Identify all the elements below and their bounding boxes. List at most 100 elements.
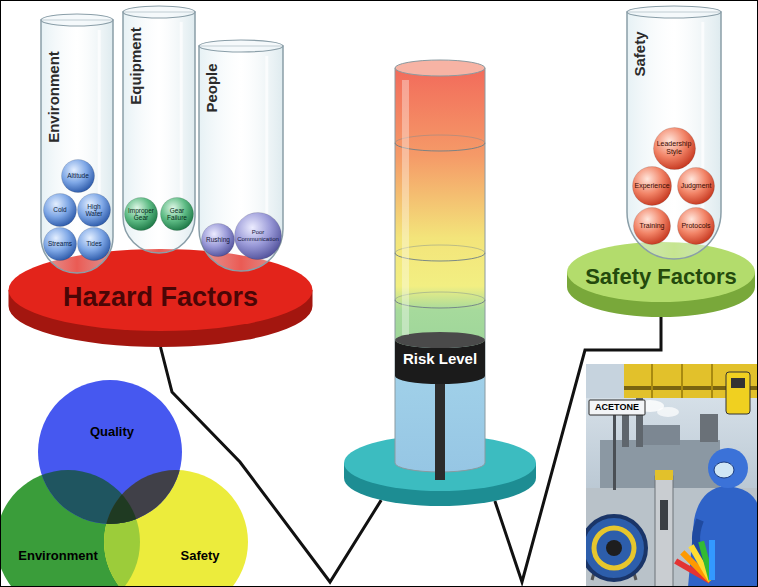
node-outline <box>0 470 140 587</box>
factor-ball: Leadership Style <box>653 127 696 170</box>
factor-ball: Gear Failure <box>160 197 194 231</box>
gauge-rod <box>435 376 445 480</box>
factor-label: Training <box>637 222 667 230</box>
ball-shape <box>634 208 671 245</box>
photo-sky <box>586 364 758 587</box>
factor-ball: Judgment <box>677 167 715 205</box>
factor-ball: Streams <box>43 227 77 261</box>
factor-label: Tides <box>81 240 108 247</box>
photo-collage <box>586 364 758 587</box>
tube-glass <box>627 12 721 259</box>
ball-shape <box>44 194 77 227</box>
venn-outline <box>0 470 140 587</box>
node-outline <box>342 58 538 508</box>
photo-sky <box>586 364 624 398</box>
venn-overlap <box>0 470 140 587</box>
tube-highlight <box>265 56 268 229</box>
factor-label: Rushing <box>205 236 232 243</box>
factor-label: Altitude <box>65 172 92 179</box>
tube-label: Safety <box>632 31 649 76</box>
tube-opening <box>123 6 195 18</box>
hood-visor <box>714 462 734 478</box>
factor-label: Cold <box>47 206 74 213</box>
node-outline <box>38 380 182 524</box>
venn-outline <box>104 470 248 587</box>
tube-highlight <box>180 22 183 217</box>
street-sign <box>589 400 645 415</box>
factor-ball: Cold <box>43 193 77 227</box>
venn-overlap <box>104 470 248 587</box>
swatch <box>698 541 714 581</box>
reel-hub <box>606 540 622 556</box>
venn-circle: Quality <box>38 380 182 524</box>
factor-label: Poor Communication <box>237 229 279 243</box>
factor-label: Streams <box>47 240 74 247</box>
ball-shape <box>202 224 235 257</box>
ball-shape <box>653 127 695 169</box>
tube-label: Equipment <box>128 27 145 105</box>
node-outline <box>104 470 248 587</box>
tube-glass <box>41 20 113 273</box>
factor-ball: Altitude <box>61 159 95 193</box>
venn-label: Safety <box>180 549 219 564</box>
tube-label: Environment <box>46 51 63 143</box>
venn-outline <box>38 380 182 524</box>
factory <box>640 425 680 445</box>
factor-ball: Improper Gear <box>124 197 158 231</box>
ball-shape <box>678 208 715 245</box>
venn-label: Environment <box>18 549 97 564</box>
factor-label: Gear Failure <box>164 207 191 222</box>
factor-ball: Experience <box>632 166 672 206</box>
sign-pole <box>613 414 616 490</box>
probe-cap <box>655 470 673 480</box>
risk-label: Risk Level <box>403 350 477 367</box>
gauge-highlight <box>402 80 409 335</box>
gauge-opening <box>395 60 485 76</box>
sampling-probe <box>655 476 673 587</box>
factor-label: Leadership Style <box>657 140 692 156</box>
disk-label: Hazard Factors <box>63 282 258 313</box>
venn-overlap <box>104 470 248 587</box>
test-tube: EnvironmentAltitudeCold High WaterStreams… <box>40 12 114 274</box>
handheld-meter <box>700 414 718 442</box>
sign-text: ACETONE <box>595 403 639 413</box>
venn-diagram <box>0 380 248 587</box>
risk-gauge: Risk Level <box>342 58 538 508</box>
drum-edge <box>681 364 683 398</box>
color-swatch-fan <box>674 540 715 584</box>
test-tube: PeopleRushing Poor Communication <box>198 38 284 272</box>
tube-opening <box>199 40 283 52</box>
venn-circle: Environment <box>0 470 140 587</box>
drum-edge <box>711 364 713 398</box>
disk-label: Safety Factors <box>585 264 737 289</box>
ball-shape <box>44 228 77 261</box>
yellow-device <box>726 372 750 414</box>
factor-label: High Water <box>81 203 108 218</box>
test-tube: SafetyLeadership StyleExperience Judgment… <box>626 4 722 260</box>
venn-circle: Safety <box>104 470 248 587</box>
ball-shape <box>161 198 194 231</box>
suit-hood <box>708 448 748 488</box>
factor-ball: Tides <box>77 227 111 261</box>
factor-ball: Poor Communication <box>234 212 282 260</box>
ball-shape <box>235 213 282 260</box>
cable-coil <box>594 528 634 568</box>
ball-shape <box>78 228 111 261</box>
ball-shape <box>633 167 672 206</box>
factor-label: Protocols <box>681 222 711 230</box>
tube-glass <box>123 12 195 253</box>
test-tube: EquipmentImproper Gear Gear Failure <box>122 4 196 254</box>
factor-ball: Rushing <box>201 223 235 257</box>
tube-label: People <box>204 63 221 112</box>
tube-opening <box>627 6 721 18</box>
venn-label: Quality <box>90 425 134 440</box>
ball-shape <box>125 198 158 231</box>
disk-top <box>9 249 313 331</box>
tube-opening <box>41 14 113 26</box>
factor-label: Judgment <box>681 182 712 190</box>
ball-shape <box>78 194 111 227</box>
drum-edge <box>651 364 653 398</box>
ball-shape <box>678 168 715 205</box>
